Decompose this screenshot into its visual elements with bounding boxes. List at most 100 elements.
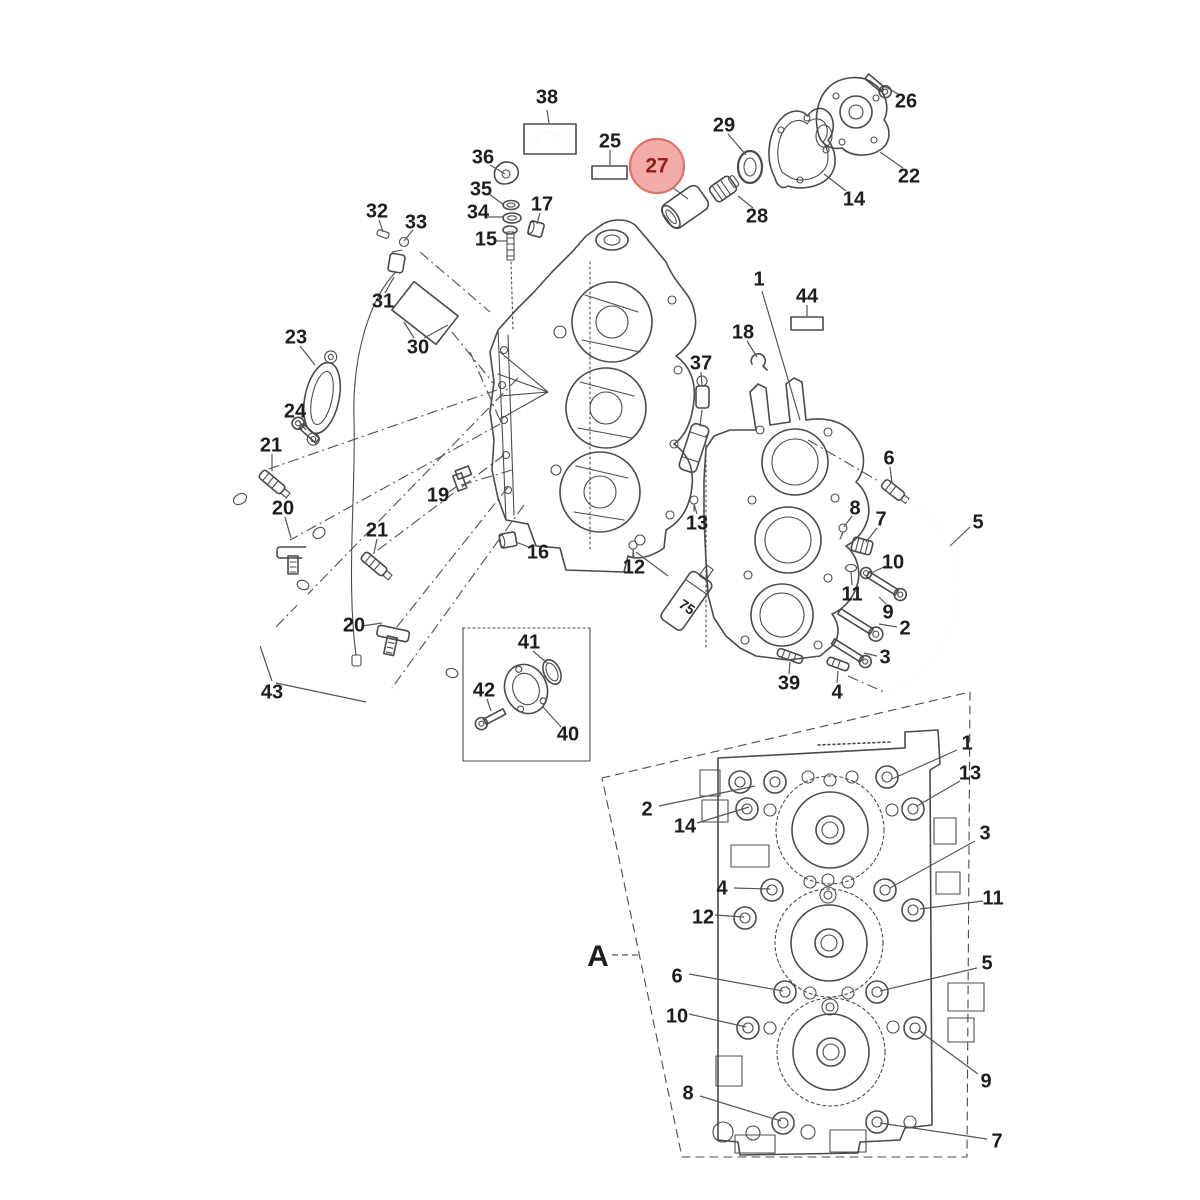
crankcase-block-sketch (489, 219, 697, 573)
leader-line (879, 967, 978, 992)
part-label-22: 22 (898, 165, 920, 187)
part-17-sketch (527, 220, 545, 238)
part-label-29: 29 (713, 114, 735, 136)
part-43-hoses-sketch (191, 492, 465, 730)
part-label-9: 9 (882, 601, 893, 623)
leader-line (671, 186, 689, 200)
part-36-sketch (493, 161, 520, 185)
part-label-5: 5 (981, 952, 992, 974)
leader-line (688, 1013, 747, 1028)
highlighted-callout-27[interactable]: 27 (628, 137, 686, 195)
part-16-sketch (498, 531, 518, 549)
leader-line (361, 622, 383, 627)
centerline (391, 504, 525, 689)
part-27-sketch (660, 184, 710, 230)
leader-line (696, 806, 750, 824)
leader-line (532, 650, 548, 664)
leader-line (746, 340, 758, 358)
thermostat-box (462, 627, 591, 762)
part-label-12: 12 (623, 556, 645, 578)
leader-line (727, 133, 747, 156)
centerline (395, 486, 509, 629)
cylinder-head-inset-sketch (699, 729, 985, 1156)
part-label-9: 9 (980, 1070, 991, 1092)
part-label-20: 20 (343, 614, 365, 636)
part-label-17: 17 (531, 193, 553, 215)
part-label-21: 21 (260, 434, 282, 456)
part-21-fitting-sketch (258, 469, 291, 499)
leader-line (384, 276, 395, 294)
centerline (274, 377, 519, 629)
leader-line (688, 973, 784, 992)
part-label-26: 26 (895, 90, 917, 112)
leader-line (635, 551, 669, 577)
part-label-13: 13 (686, 512, 708, 534)
leader-line (878, 623, 898, 628)
part-29-sketch (736, 149, 764, 185)
part-label-2: 2 (899, 617, 910, 639)
centerline (289, 423, 501, 541)
part-label-14: 14 (674, 815, 697, 837)
part-label-10: 10 (882, 551, 904, 573)
part-label-5: 5 (972, 511, 983, 533)
part-label-44: 44 (796, 285, 819, 307)
highlight-circle[interactable] (628, 137, 686, 195)
leader-line (761, 290, 801, 421)
part-4-stud-sketch (826, 656, 850, 672)
part-label-27-highlighted[interactable]: 27 (645, 155, 668, 178)
assembly-centerlines (259, 251, 885, 693)
part-label-20: 20 (272, 497, 294, 519)
centerline (419, 251, 491, 313)
part-label-23: 23 (285, 326, 307, 348)
part-label-39: 39 (778, 672, 800, 694)
leader-line (699, 1095, 782, 1122)
part-23-gasket-sketch (302, 350, 342, 446)
leader-line (863, 652, 878, 657)
leader-line (737, 195, 754, 209)
part-75-tube-sketch (660, 564, 714, 631)
leader-line (275, 682, 367, 703)
leader-line (836, 670, 839, 684)
part-label-7: 7 (991, 1130, 1002, 1152)
leader-line (733, 887, 771, 890)
part-14-sketch (768, 107, 836, 189)
leader-line (632, 548, 635, 559)
part-7-plug-sketch (850, 536, 874, 556)
leader-line (658, 785, 756, 807)
part-42-bolt-sketch (474, 707, 507, 731)
part-label-13: 13 (959, 762, 981, 784)
part-label-19: 19 (427, 484, 449, 506)
part-label-A: A (587, 940, 609, 973)
part-9-bolt-sketch (865, 571, 908, 602)
part-label-40: 40 (557, 723, 579, 745)
part-label-3: 3 (879, 646, 890, 668)
leader-line (284, 516, 292, 539)
part-label-21: 21 (366, 519, 388, 541)
leader-line (714, 914, 745, 918)
part-label-43: 43 (261, 681, 283, 703)
part-22-sketch (815, 76, 890, 156)
leader-line (542, 706, 562, 728)
part-label-16: 16 (527, 541, 549, 563)
part-label-35: 35 (470, 178, 492, 200)
part-label-2: 2 (641, 798, 652, 820)
callout-leader-lines (259, 85, 988, 1140)
leader-line (700, 371, 703, 387)
part-37-valve-sketch (678, 375, 710, 474)
leader-line (916, 780, 961, 807)
part-26-bolt-sketch (864, 73, 892, 99)
part-39-stud-sketch (776, 647, 804, 665)
part-6-fitting-sketch (880, 479, 910, 504)
inset-boundary (601, 691, 971, 1158)
part-label-3: 3 (979, 822, 990, 844)
part-label-75: 75 (676, 596, 698, 618)
part-label-8: 8 (849, 497, 860, 519)
part-5-tube-sketch (884, 498, 960, 693)
part-24-bolt-sketch (291, 416, 321, 444)
leader-line (259, 645, 273, 682)
leader-line (515, 541, 532, 549)
part-13-pin-sketch (689, 495, 699, 512)
part-32-sketch (376, 229, 390, 239)
